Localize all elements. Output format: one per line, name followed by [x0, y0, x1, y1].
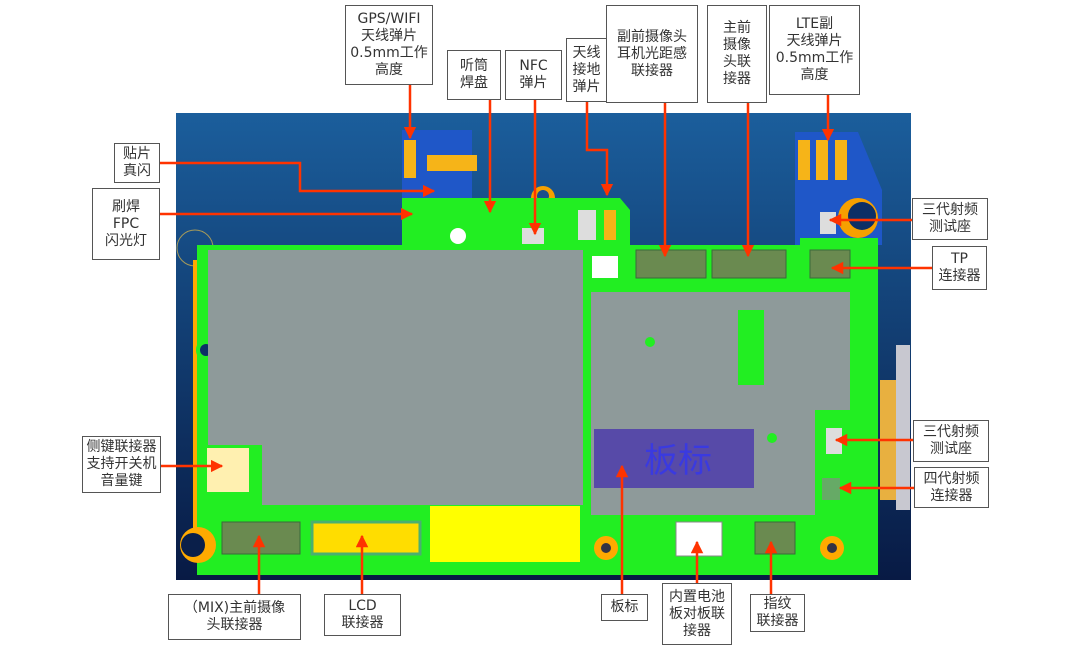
- label-battery: 内置电池板对板联接器: [662, 583, 732, 645]
- label-main-front-camera: 主前摄像头联接器: [707, 5, 767, 103]
- label-line: 天线: [572, 44, 601, 61]
- yellow-area: [430, 506, 580, 562]
- label-line: 联接器: [756, 613, 799, 629]
- label-line: 支持开关机: [86, 456, 157, 472]
- label-mix-camera: （MIX)主前摄像头联接器: [168, 594, 301, 640]
- label-line: 贴片: [123, 146, 151, 162]
- tp-connector: [809, 249, 851, 279]
- label-line: 内置电池: [669, 588, 725, 605]
- label-line: 闪光灯: [105, 232, 147, 249]
- label-rf3-top: 三代射频测试座: [912, 198, 988, 240]
- label-rf4: 四代射频连接器: [914, 467, 989, 508]
- left-shield: [208, 250, 583, 505]
- label-line: 副前摄像头: [617, 28, 687, 45]
- leader-lines: [160, 85, 932, 594]
- label-line: 连接器: [930, 487, 973, 504]
- mix-camera-connector: [221, 521, 301, 555]
- label-line: 接器: [683, 622, 711, 639]
- label-line: 三代射频: [922, 202, 978, 218]
- label-line: 四代射频: [923, 470, 980, 487]
- label-line: NFC: [519, 58, 548, 74]
- label-line: 头联接器: [206, 617, 263, 633]
- label-line: 头联: [723, 54, 751, 70]
- label-line: 音量键: [100, 473, 143, 489]
- label-line: 高度: [800, 67, 829, 83]
- label-board-mark: 板标: [601, 594, 648, 621]
- label-line: TP: [951, 251, 968, 267]
- label-line: 听筒: [460, 58, 488, 74]
- label-line: 弹片: [519, 75, 548, 91]
- fingerprint-connector: [754, 521, 796, 555]
- label-rf3-bottom: 三代射频测试座: [913, 420, 989, 462]
- label-sub-front-camera: 副前摄像头耳机光距感联接器: [606, 5, 698, 103]
- label-line: 刷焊: [112, 198, 140, 215]
- label-line: 弹片: [572, 78, 601, 95]
- label-line: LCD: [348, 598, 377, 614]
- label-line: 接地: [572, 61, 601, 78]
- label-line: 连接器: [938, 268, 981, 284]
- label-line: 侧键联接器: [86, 439, 157, 455]
- label-line: 板标: [610, 599, 639, 615]
- label-line: 联接器: [631, 62, 673, 79]
- label-receiver-pad: 听筒焊盘: [447, 50, 501, 100]
- label-line: 天线弹片: [786, 33, 843, 49]
- lte-spring-contacts: [798, 140, 847, 180]
- label-line: 天线弹片: [361, 28, 417, 44]
- label-line: 三代射频: [923, 424, 979, 440]
- label-line: 测试座: [929, 219, 971, 235]
- label-line: 耳机光距感: [617, 45, 687, 62]
- label-line: （MIX)主前摄像: [183, 600, 286, 616]
- label-smd-flash: 贴片真闪: [114, 143, 160, 183]
- label-line: LTE副: [795, 16, 834, 32]
- board-mark-text: 板标: [644, 441, 712, 481]
- label-antenna-ground: 天线接地弹片: [566, 38, 607, 102]
- sub-front-camera-connector: [635, 249, 707, 279]
- label-line: 指纹: [763, 596, 792, 612]
- label-line: 板对板联: [669, 605, 725, 622]
- gps-spring-contact: [404, 140, 416, 178]
- label-line: 接器: [723, 71, 751, 87]
- label-fingerprint: 指纹联接器: [750, 594, 805, 632]
- label-line: 高度: [375, 62, 403, 78]
- label-line: GPS/WIFI: [357, 11, 421, 27]
- label-line: 主前: [723, 20, 751, 36]
- board-mark-area: [594, 429, 754, 488]
- label-line: 真闪: [123, 163, 151, 179]
- label-line: 焊盘: [460, 75, 488, 91]
- label-line: 测试座: [930, 441, 972, 457]
- label-line: 0.5mm工作: [775, 50, 854, 66]
- label-line: 联接器: [341, 615, 384, 631]
- lcd-connector: [310, 520, 422, 556]
- label-side-key: 侧键联接器支持开关机音量键: [82, 436, 161, 493]
- battery-connector: [675, 521, 723, 557]
- label-line: FPC: [112, 215, 140, 232]
- label-line: 0.5mm工作: [350, 45, 428, 61]
- label-line: 摄像: [723, 37, 751, 53]
- side-key-connector: [207, 448, 249, 492]
